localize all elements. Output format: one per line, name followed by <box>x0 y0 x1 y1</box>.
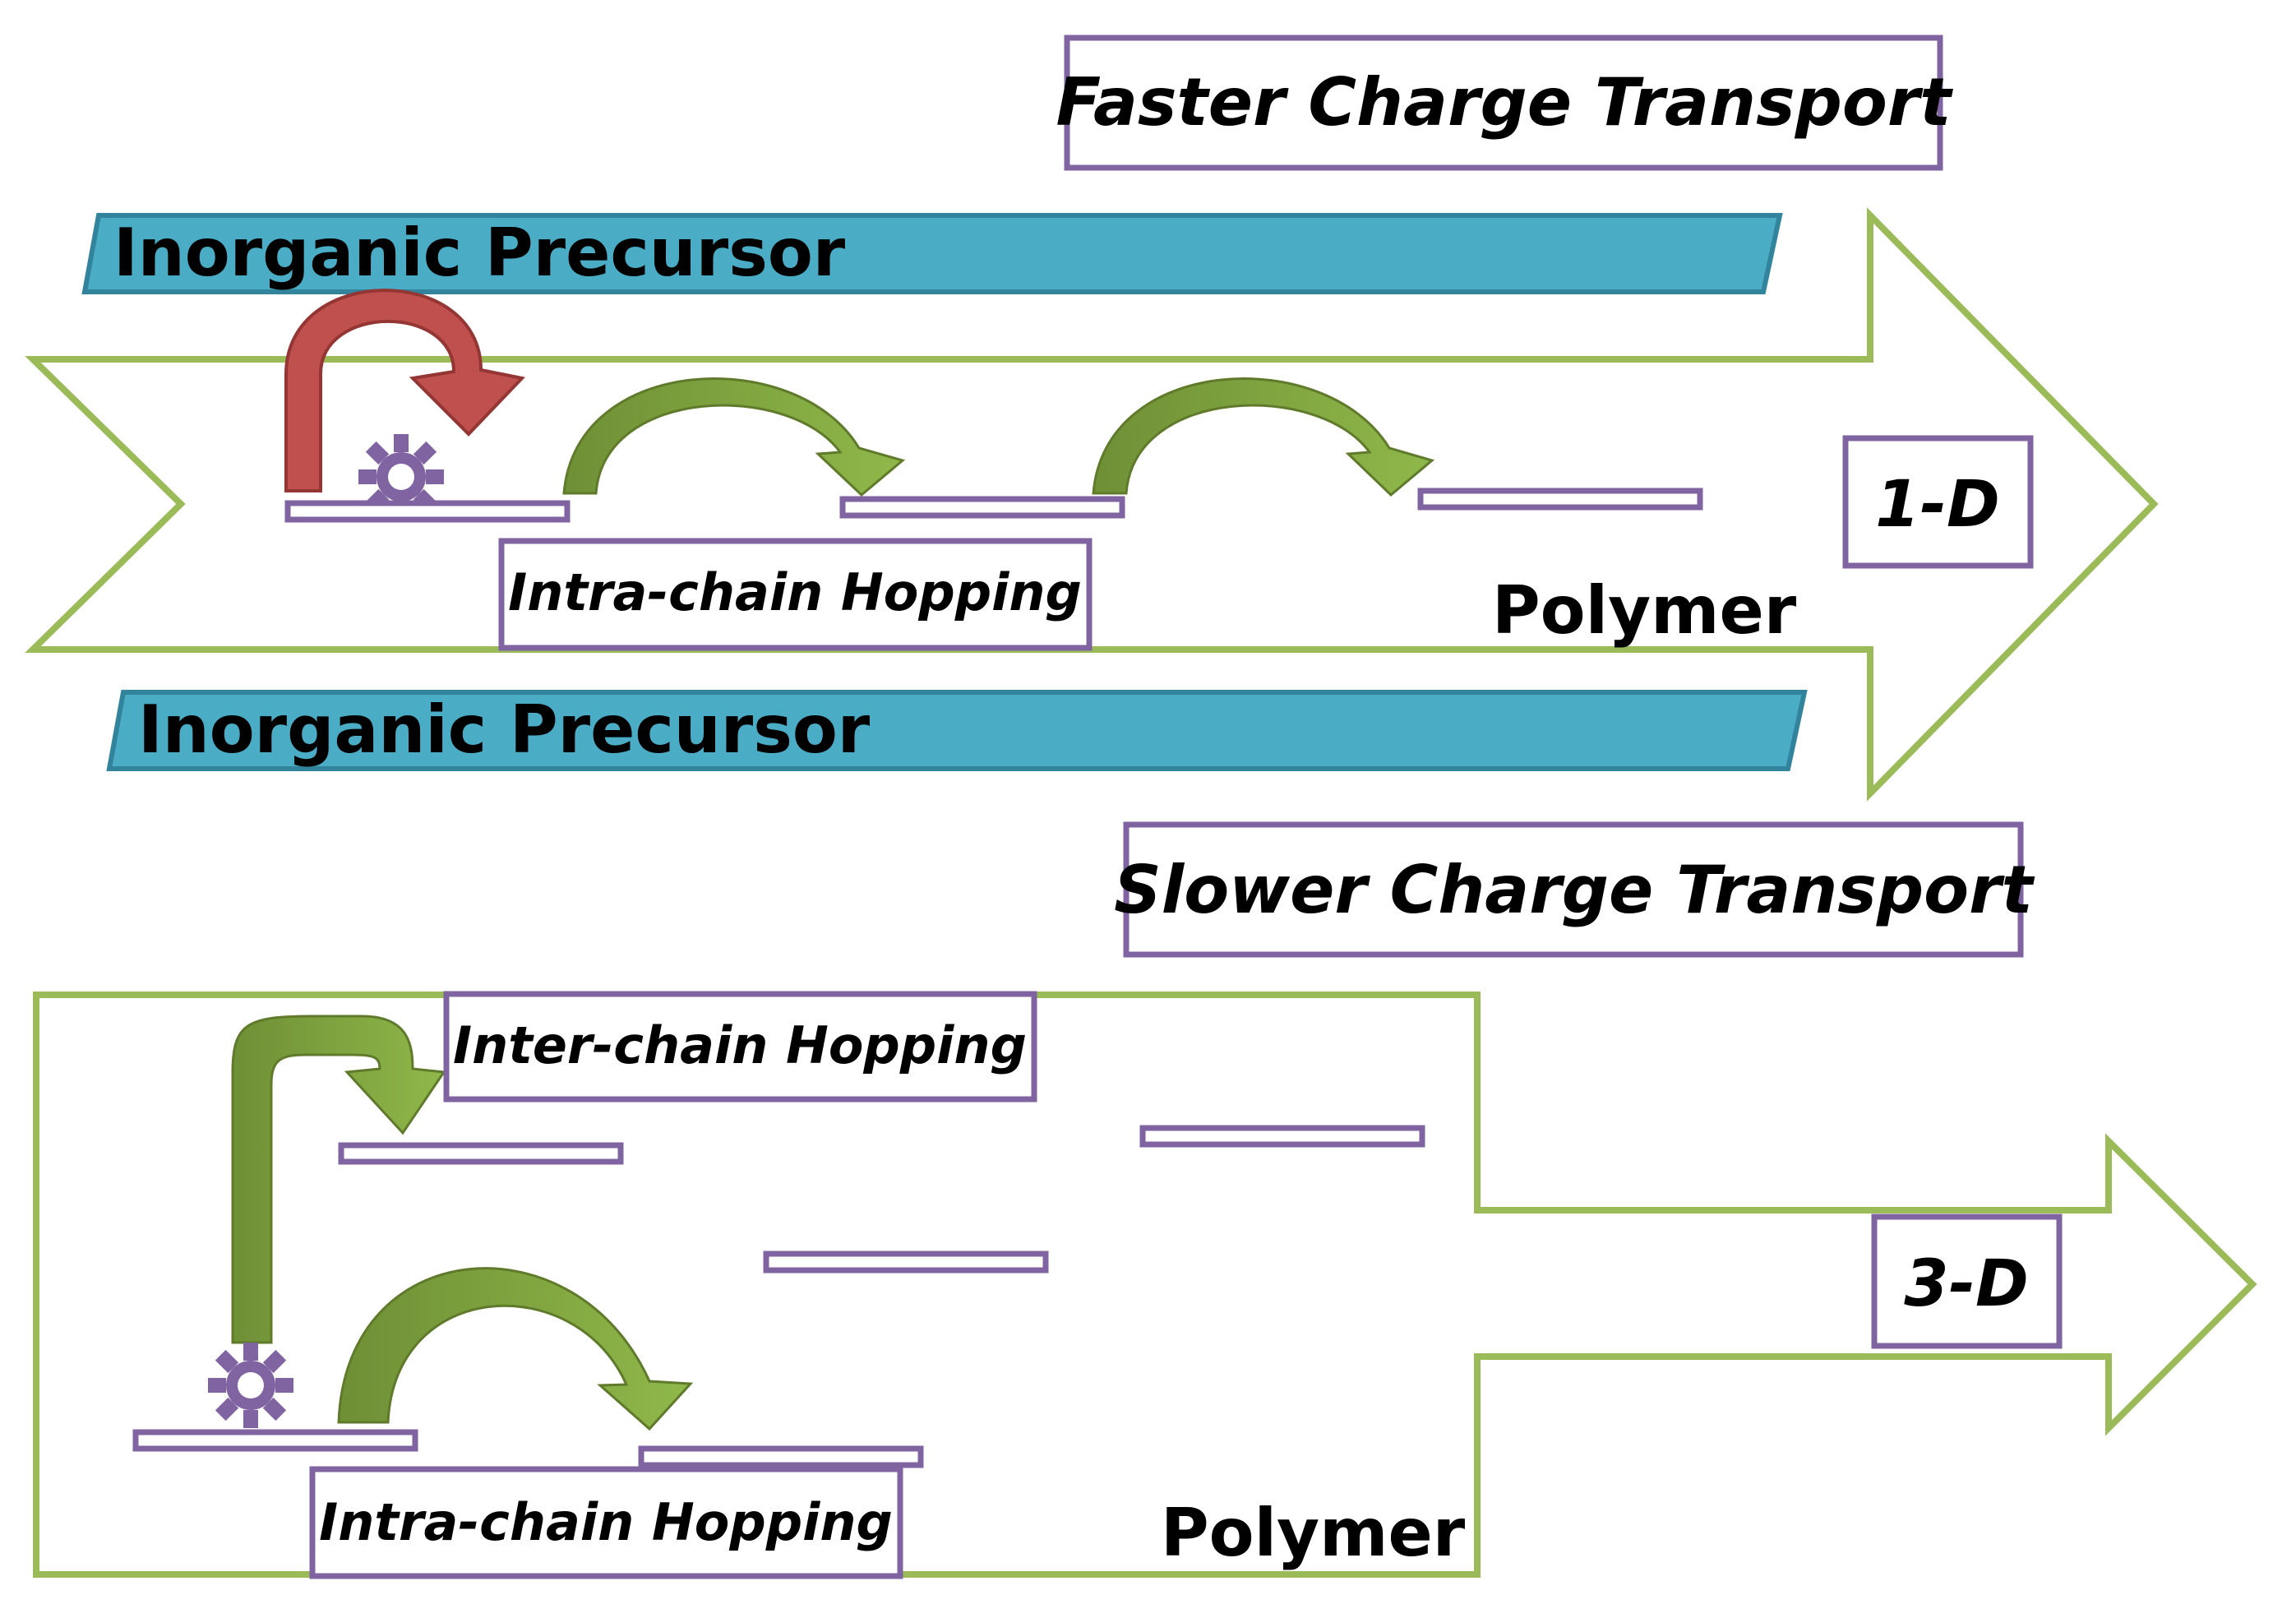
bottom-title-box <box>1123 821 2024 958</box>
polymer-label-top: Polymer <box>1492 572 1797 649</box>
dimension-label-3d: 3-D <box>1904 1247 2028 1321</box>
precursor-label-bottom: Inorganic Precursor <box>138 691 871 768</box>
polymer-segment <box>839 496 1125 519</box>
inter-hop-arrow <box>231 1015 446 1344</box>
intra-hop-arrow <box>562 377 906 497</box>
polymer-segment <box>284 500 571 523</box>
polymer-segment <box>1417 488 1703 511</box>
precursor-label-top: Inorganic Precursor <box>113 215 846 291</box>
intra-chain-label-bottom: Intra-chain Hopping <box>319 1492 893 1552</box>
polymer-segment <box>638 1445 924 1468</box>
intra-hop-arrow-bottom <box>337 1267 694 1431</box>
precursor-bar-top <box>81 213 1783 294</box>
top-title: Faster Charge Transport <box>1056 64 1953 141</box>
intra-hop-arrow <box>1092 377 1435 497</box>
excitation-sun-icon-bottom <box>208 1343 293 1428</box>
precursor-bar-bottom <box>106 690 1808 771</box>
dimension-box-3d <box>1871 1214 2063 1349</box>
dimension-box-1d <box>1842 435 2034 569</box>
polymer-segment <box>763 1250 1049 1274</box>
intra-chain-label-top: Intra-chain Hopping <box>508 562 1082 622</box>
red-excitation-arrow <box>284 289 525 492</box>
top-direction-arrow <box>25 207 2159 802</box>
inter-chain-label: Inter-chain Hopping <box>453 1015 1027 1075</box>
intra-chain-label-box-bottom <box>309 1466 903 1579</box>
bottom-title: Slower Charge Transport <box>1114 852 2035 928</box>
top-title-box <box>1064 35 1943 171</box>
inter-chain-label-box <box>443 991 1037 1103</box>
intra-chain-label-box-top <box>498 538 1093 651</box>
polymer-segment <box>132 1429 418 1452</box>
polymer-segment <box>1139 1125 1425 1148</box>
polymer-label-bottom: Polymer <box>1161 1495 1466 1571</box>
polymer-segment <box>338 1142 624 1165</box>
bottom-direction-arrow <box>33 992 2257 1578</box>
dimension-label-1d: 1-D <box>1875 468 1999 542</box>
